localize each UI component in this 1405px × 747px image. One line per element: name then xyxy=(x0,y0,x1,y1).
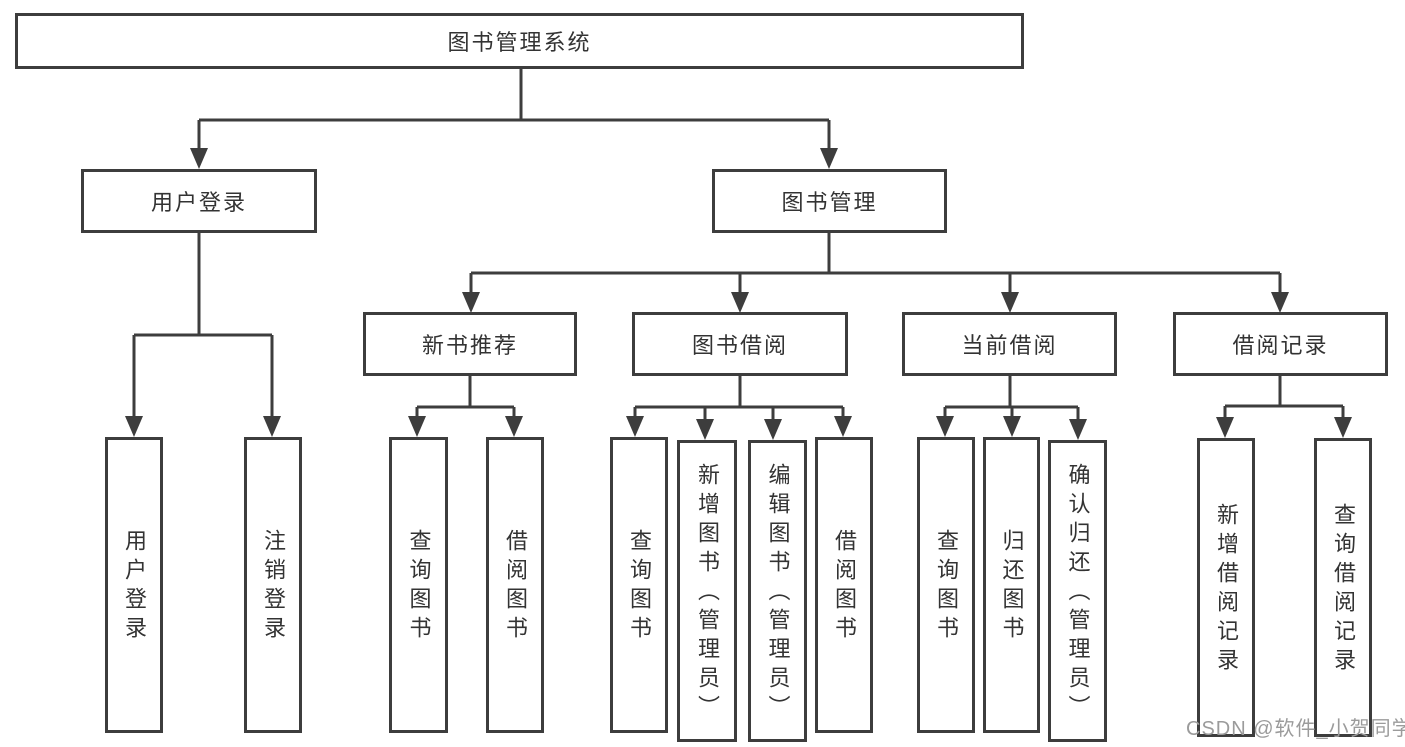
node-book-borrowing: 图书借阅 xyxy=(632,312,848,376)
leaf-current-confirm-admin: 确认归还（管理员） xyxy=(1048,440,1107,742)
node-new-book-recommend: 新书推荐 xyxy=(363,312,577,376)
node-user-login: 用户登录 xyxy=(81,169,317,233)
leaf-borrow-query: 查询图书 xyxy=(610,437,668,733)
leaf-newbooks-query: 查询图书 xyxy=(389,437,448,733)
node-borrow-records: 借阅记录 xyxy=(1173,312,1388,376)
arrowheads xyxy=(125,148,1352,440)
leaf-current-query: 查询图书 xyxy=(917,437,975,733)
node-root: 图书管理系统 xyxy=(15,13,1024,69)
leaf-logout: 注销登录 xyxy=(244,437,302,733)
leaf-user-login: 用户登录 xyxy=(105,437,163,733)
leaf-borrow-borrow: 借阅图书 xyxy=(815,437,873,733)
leaf-borrow-add-admin: 新增图书（管理员） xyxy=(677,440,737,742)
node-book-management: 图书管理 xyxy=(712,169,947,233)
leaf-newbooks-borrow: 借阅图书 xyxy=(486,437,544,733)
node-current-borrowing: 当前借阅 xyxy=(902,312,1117,376)
leaf-borrow-edit-admin: 编辑图书（管理员） xyxy=(748,440,807,742)
csdn-watermark: CSDN @软件_小贺同学 xyxy=(1186,718,1405,740)
leaf-records-query: 查询借阅记录 xyxy=(1314,438,1372,737)
leaf-current-return: 归还图书 xyxy=(983,437,1040,733)
leaf-records-add: 新增借阅记录 xyxy=(1197,438,1255,737)
